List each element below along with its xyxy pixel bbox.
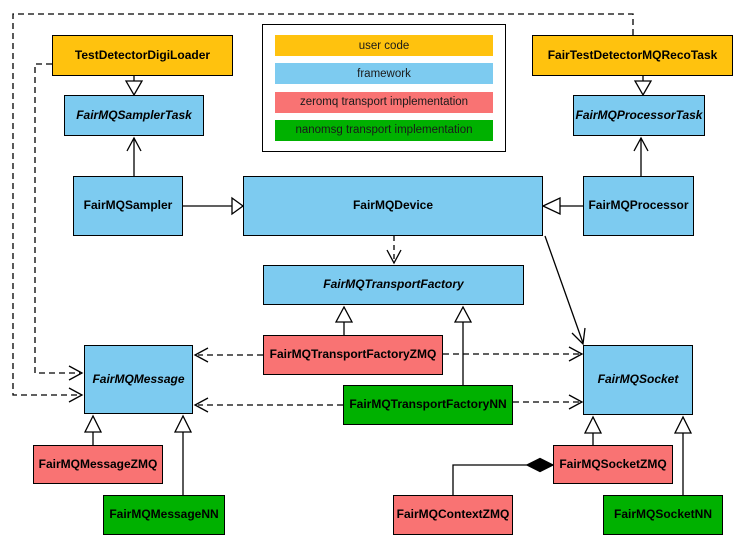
node-fairmq-transport-factory-zmq: FairMQTransportFactoryZMQ: [263, 335, 443, 375]
node-label: FairMQMessageZMQ: [38, 456, 158, 471]
legend: user code framework zeromq transport imp…: [262, 24, 506, 152]
node-fairmq-processor: FairMQProcessor: [583, 176, 694, 236]
edge-inheritance-fairmqmessagezmq-fairmqmessage: [83, 414, 103, 445]
edge-association-fairmqdevice-fairmqsocket: [544, 235, 586, 346]
node-label: FairMQTransportFactoryNN: [349, 397, 507, 412]
edge-inheritance-testdetectordigiloader-fairmqsamplertask: [124, 76, 144, 97]
node-fairmq-message-zmq: FairMQMessageZMQ: [33, 445, 163, 484]
node-fairmq-processor-task: FairMQProcessorTask: [573, 95, 705, 136]
edge-inheritance-fairmqtransportfactoryzmq-fairmqtransportfactory: [334, 305, 354, 335]
node-label: FairMQContextZMQ: [396, 507, 510, 522]
node-label: TestDetectorDigiLoader: [74, 47, 211, 62]
node-label: FairMQProcessorTask: [575, 107, 703, 122]
node-fairmq-socket-zmq: FairMQSocketZMQ: [553, 445, 673, 484]
node-fairmq-sampler: FairMQSampler: [73, 176, 183, 236]
edge-dependency-fairmqdevice-fairmqtransportfactory: [386, 236, 402, 265]
node-label: FairMQDevice: [352, 198, 434, 213]
node-fairmq-socket-nn: FairMQSocketNN: [603, 495, 723, 535]
node-label: FairMQMessage: [92, 371, 185, 386]
legend-item-label: nanomsg transport implementation: [295, 124, 473, 137]
node-label: FairMQSampler: [83, 198, 173, 213]
legend-item-nanomsg: nanomsg transport implementation: [275, 119, 493, 141]
edge-composition-fairmqsocketzmq-fairmqcontextzmq: [452, 457, 555, 495]
legend-item-label: framework: [357, 67, 411, 80]
node-fairmq-device: FairMQDevice: [243, 176, 543, 236]
edge-dependency-fairmqtransportfactoryzmq-fairmqmessage: [193, 347, 263, 363]
node-fairmq-context-zmq: FairMQContextZMQ: [393, 495, 513, 535]
node-test-detector-digi-loader: TestDetectorDigiLoader: [52, 35, 233, 76]
node-fairmq-transport-factory: FairMQTransportFactory: [263, 265, 524, 305]
edge-dependency-fairmqtransportfactoryzmq-fairmqsocket: [443, 346, 584, 362]
node-label: FairMQSocket: [597, 372, 679, 387]
node-label: FairMQTransportFactoryZMQ: [269, 347, 437, 362]
edge-association-fairmqsampler-fairmqsamplertask: [126, 136, 142, 176]
edge-dependency-fairmqtransportfactorynn-fairmqsocket: [513, 394, 584, 410]
node-label: FairMQTransportFactory: [323, 277, 464, 292]
node-fairmq-message-nn: FairMQMessageNN: [103, 495, 225, 535]
node-fairmq-socket: FairMQSocket: [583, 345, 693, 415]
node-fairmq-transport-factory-nn: FairMQTransportFactoryNN: [343, 385, 513, 425]
node-fairmq-sampler-task: FairMQSamplerTask: [64, 95, 204, 136]
node-label: FairTestDetectorMQRecoTask: [547, 47, 718, 62]
legend-item-framework: framework: [275, 63, 493, 85]
node-label: FairMQSamplerTask: [76, 107, 192, 122]
edge-inheritance-fairmqtransportfactorynn-fairmqtransportfactory: [453, 305, 473, 385]
node-label: FairMQSocketNN: [613, 507, 713, 522]
legend-item-zeromq: zeromq transport implementation: [275, 91, 493, 113]
edge-inheritance-fairmqmessagenn-fairmqmessage: [173, 414, 193, 495]
legend-item-user-code: user code: [275, 35, 493, 56]
edge-inheritance-fairmqsocketzmq-fairmqsocket: [583, 415, 603, 445]
edge-dependency-testdetectordigiloader-fairmqmessage: [34, 63, 84, 381]
edge-inheritance-fairtestdetectormqrecotask-fairmqprocessortask: [633, 76, 653, 97]
edge-inheritance-fairmqprocessor-fairmqdevice: [541, 196, 583, 216]
node-fairmq-message: FairMQMessage: [84, 345, 193, 414]
edge-inheritance-fairmqsocketnn-fairmqsocket: [673, 415, 693, 495]
node-fair-test-detector-mq-reco-task: FairTestDetectorMQRecoTask: [532, 35, 733, 76]
edge-association-fairmqprocessor-fairmqprocessortask: [633, 136, 649, 176]
edge-dependency-fairmqtransportfactorynn-fairmqmessage: [193, 397, 343, 413]
edge-inheritance-fairmqsampler-fairmqdevice: [183, 196, 245, 216]
legend-item-label: zeromq transport implementation: [299, 96, 469, 109]
node-label: FairMQMessageNN: [109, 507, 219, 522]
node-label: FairMQProcessor: [588, 198, 689, 213]
legend-item-label: user code: [358, 39, 410, 52]
edge-dependency-fairtestdetectormqrecotask-fairmqmessage: [12, 13, 634, 403]
node-label: FairMQSocketZMQ: [559, 456, 667, 471]
